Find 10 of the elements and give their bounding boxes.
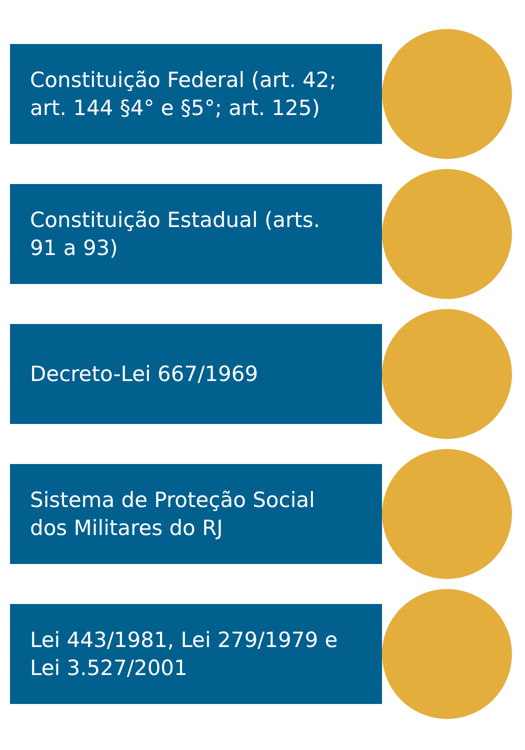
list-bar: [10, 464, 382, 564]
list-bar: [10, 324, 382, 424]
item-text: Decreto-Lei 667/1969: [30, 361, 258, 388]
item-text: Constituição Estadual (arts. 91 a 93): [30, 207, 322, 262]
item-text: Sistema de Proteção Social dos Militares do RJ: [30, 487, 316, 542]
item-text: Lei 443/1981, Lei 279/1979 e Lei 3.527/2001: [30, 627, 339, 682]
list-bar: [10, 44, 382, 144]
list-bar: [10, 604, 382, 704]
list-bar: [10, 184, 382, 284]
item-text: Constituição Federal (art. 42; art. 144 §4° e §5°; art. 125): [30, 67, 338, 122]
